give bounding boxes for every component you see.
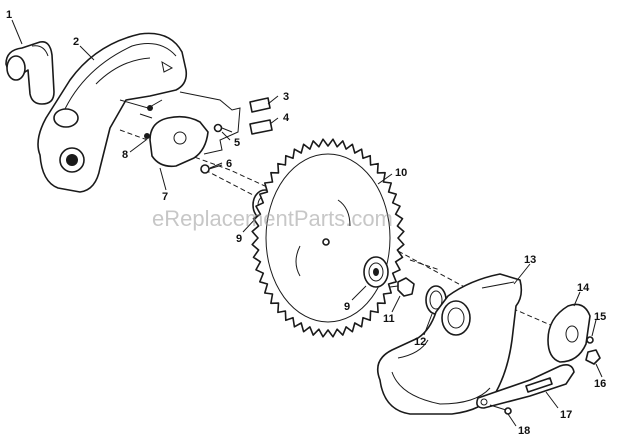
callout-6: 6 <box>226 158 232 170</box>
callout-5: 5 <box>234 137 240 149</box>
bolt-axis-line <box>204 169 441 271</box>
part-9-outer-flange <box>363 256 389 288</box>
callout-9a: 9 <box>236 233 242 245</box>
part-10-saw-blade <box>251 138 405 338</box>
callout-2: 2 <box>73 36 79 48</box>
watermark-text: eReplacementParts.com <box>152 206 393 231</box>
callout-1: 1 <box>6 9 12 21</box>
callout-16: 16 <box>594 378 606 390</box>
part-2-upper-blade-guard <box>37 32 188 193</box>
part-3-label-plate <box>249 97 271 113</box>
part-4-label-plate <box>249 119 273 135</box>
part-18-screw <box>489 404 512 415</box>
callout-11: 11 <box>383 313 395 325</box>
part-15-bolt <box>586 336 594 344</box>
callout-14: 14 <box>577 282 590 294</box>
part-14-link-plate <box>547 303 591 363</box>
part-6-screw <box>200 164 223 174</box>
part-13-lower-blade-guard <box>376 273 523 415</box>
callout-13: 13 <box>524 254 536 266</box>
guard-bracket-outline <box>179 91 241 155</box>
callout-7: 7 <box>162 191 168 203</box>
part-5-screw <box>213 123 233 133</box>
part-17-link-arm <box>476 364 575 409</box>
part-16-nut <box>585 349 601 365</box>
callout-8: 8 <box>122 149 128 161</box>
callout-10: 10 <box>395 167 407 179</box>
callout-17: 17 <box>560 409 572 421</box>
part-1-dust-elbow <box>5 40 55 105</box>
callout-3: 3 <box>283 91 289 103</box>
callout-4: 4 <box>283 112 290 124</box>
part-7-guard-plate <box>149 115 209 168</box>
leader-lines <box>11 19 603 427</box>
callout-9b: 9 <box>344 301 350 313</box>
part-8-screw <box>144 133 150 139</box>
callout-12: 12 <box>414 336 426 348</box>
callout-15: 15 <box>594 311 606 323</box>
part-11-arbor-bolt <box>389 277 415 297</box>
callout-18: 18 <box>518 425 530 437</box>
